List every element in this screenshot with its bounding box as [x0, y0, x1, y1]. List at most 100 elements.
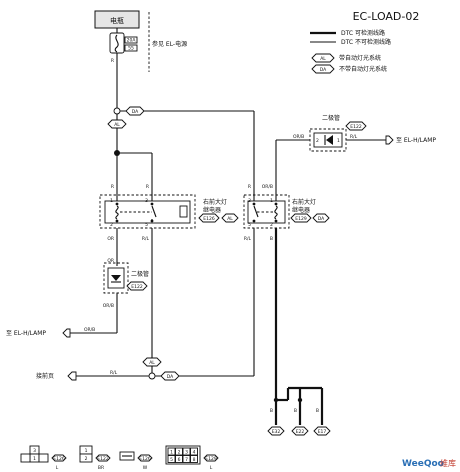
doc-code: EC-LOAD-02 — [353, 10, 420, 23]
dest-left: 至 EL-H/LAMP — [6, 330, 46, 337]
svg-text:E126: E126 — [53, 456, 65, 462]
fuse-number: 55 — [128, 46, 134, 52]
ground-e22: E22 — [291, 426, 309, 436]
svg-text:1: 1 — [33, 456, 36, 462]
svg-text:1: 1 — [85, 448, 88, 454]
diode-top-label: 二极管 — [322, 114, 340, 122]
relay-right-badge: DA — [312, 213, 330, 223]
relay-right-code: E129 — [290, 213, 312, 223]
svg-text:E129: E129 — [295, 216, 307, 222]
connector-4-pin — [175, 455, 183, 463]
svg-text:E126: E126 — [203, 216, 215, 222]
svg-text:R: R — [146, 184, 149, 190]
connector-4-pin-label: 5 — [170, 457, 173, 463]
svg-text:E32: E32 — [272, 429, 281, 435]
svg-text:L: L — [210, 465, 213, 471]
splice-top — [113, 107, 121, 115]
connector-4-pin — [190, 447, 198, 456]
legend-al-label: 带自动灯光系统 — [339, 54, 381, 62]
svg-text:2: 2 — [316, 138, 319, 144]
connector-4-pin-label: 1 — [170, 449, 173, 455]
connector-4-pin — [182, 447, 191, 456]
svg-text:2: 2 — [270, 222, 273, 228]
svg-text:R/L: R/L — [350, 134, 358, 140]
next-page: 接前页 — [36, 372, 54, 380]
svg-text:E122: E122 — [350, 124, 362, 130]
relay-right-name-2: 继电器 — [292, 206, 310, 214]
svg-text:R: R — [248, 184, 251, 190]
relay-left-badge: AL — [221, 213, 239, 223]
watermark-logo: WeeQoo 维库 — [402, 458, 456, 469]
connector-4-pin — [182, 455, 191, 463]
diode-left — [103, 262, 129, 294]
svg-text:1: 1 — [337, 138, 340, 144]
svg-text:3: 3 — [145, 198, 148, 204]
connector-4-pin-label: 7 — [185, 457, 188, 463]
bottom-al-badge: AL — [142, 357, 162, 367]
connector-3: E126 W — [119, 451, 153, 471]
svg-text:R/L: R/L — [142, 236, 150, 242]
svg-text:B: B — [270, 408, 273, 414]
svg-text:DA: DA — [132, 109, 139, 115]
svg-text:L: L — [56, 465, 59, 471]
battery-label: 电瓶 — [110, 16, 124, 25]
svg-text:B: B — [316, 408, 319, 414]
svg-text:DA: DA — [167, 374, 174, 380]
diode-left-label: 二极管 — [131, 270, 149, 278]
diode-top-code: E122 — [345, 121, 367, 131]
svg-text:OR/B: OR/B — [103, 303, 114, 309]
svg-text:E22: E22 — [296, 429, 305, 435]
svg-text:R: R — [111, 184, 114, 190]
svg-text:B: B — [294, 408, 297, 414]
power-ref: 参见 EL-电源 — [152, 40, 187, 48]
connector-4-pin-label: 2 — [178, 449, 181, 455]
battery-box: 电瓶 — [94, 10, 140, 29]
svg-text:E129: E129 — [205, 456, 217, 462]
splice-bottom — [148, 372, 156, 380]
svg-text:5: 5 — [145, 222, 148, 228]
svg-text:5: 5 — [248, 222, 251, 228]
svg-text:3: 3 — [248, 198, 251, 204]
dest-top: 至 EL-H/LAMP — [396, 137, 436, 144]
svg-text:维库: 维库 — [440, 458, 456, 468]
svg-text:2: 2 — [85, 456, 88, 462]
top-da-badge: DA — [125, 106, 145, 116]
svg-text:2: 2 — [110, 222, 113, 228]
svg-text:R: R — [111, 58, 114, 64]
relay-right: 3 1 5 2 — [243, 194, 290, 229]
relay-right-name-1: 右前大灯 — [292, 198, 316, 206]
legend-da-badge: DA — [311, 64, 335, 74]
ground-e32: E32 — [267, 426, 285, 436]
svg-text:AL: AL — [320, 56, 326, 62]
svg-text:B: B — [270, 236, 273, 242]
svg-text:E122: E122 — [131, 284, 143, 290]
legend-thin-label: DTC 不可检测线路 — [341, 38, 391, 46]
dest-top-arrow — [385, 135, 394, 145]
svg-text:BR: BR — [98, 465, 104, 471]
connector-4-pin — [167, 455, 176, 463]
connector-4-pin — [167, 447, 176, 456]
svg-text:AL: AL — [149, 360, 155, 366]
svg-text:OR: OR — [107, 258, 114, 264]
connector-4-pin-label: 4 — [193, 449, 196, 455]
relay-left-name-1: 右前大灯 — [203, 198, 227, 206]
svg-text:AL: AL — [227, 216, 233, 222]
connector-1: 3 1 E126 L — [20, 445, 67, 471]
diode-top: 2 1 — [309, 128, 347, 152]
legend-thick-label: DTC 可检测线路 — [341, 29, 385, 37]
left-al-badge: AL — [107, 119, 127, 129]
connector-2: 1 2 E122 BR — [79, 445, 111, 471]
svg-text:OR/B: OR/B — [262, 184, 273, 190]
dest-left-arrow — [62, 328, 71, 338]
svg-text:E17: E17 — [318, 429, 327, 435]
svg-text:DA: DA — [320, 67, 327, 73]
diode-left-code: E122 — [126, 281, 148, 291]
relay-left-name-2: 继电器 — [203, 206, 221, 214]
legend-al-badge: AL — [311, 53, 335, 63]
next-page-arrow — [67, 371, 77, 381]
bottom-da-badge: DA — [160, 371, 180, 381]
svg-text:R/L: R/L — [244, 236, 252, 242]
